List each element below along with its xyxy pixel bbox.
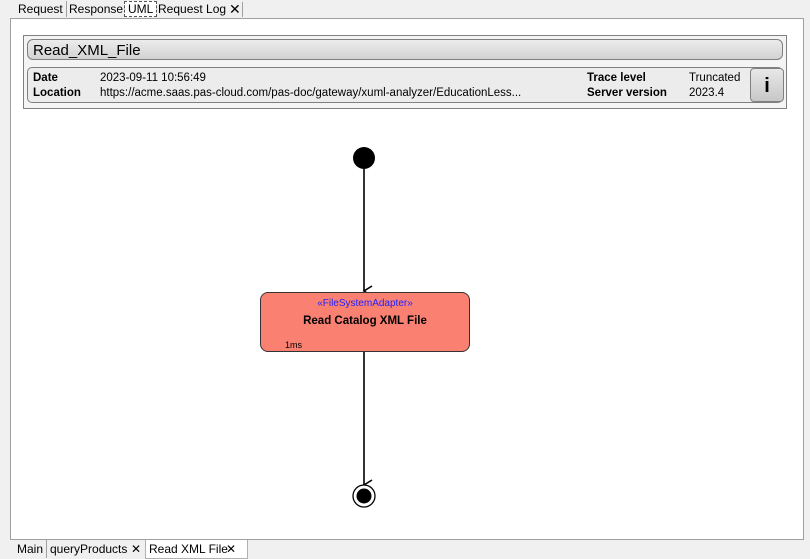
trace-info-bar: Date 2023-09-11 10:56:49 Location https:… [27, 67, 784, 103]
bottom-tab-bar: Main queryProducts ✕ Read XML File ✕ [0, 540, 810, 559]
close-query-products-icon[interactable]: ✕ [131, 542, 142, 556]
final-node-core [356, 488, 372, 504]
date-label: Date [33, 72, 58, 84]
server-version-value: 2023.4 [689, 87, 725, 99]
top-tab-bar: Request Response UML Request Log ✕ [0, 0, 810, 18]
close-read-xml-file-icon[interactable]: ✕ [226, 542, 237, 556]
date-value: 2023-09-11 10:56:49 [100, 72, 206, 84]
initial-node[interactable] [353, 147, 375, 169]
tab-query-products[interactable]: queryProducts [50, 542, 128, 556]
tab-divider [242, 2, 243, 17]
location-value: https://acme.saas.pas-cloud.com/pas-doc/… [100, 87, 522, 99]
server-version-label: Server version [587, 87, 667, 99]
tab-request-log[interactable]: Request Log [158, 2, 227, 16]
activity-diagram [352, 147, 376, 508]
tab-response[interactable]: Response [66, 1, 128, 17]
tab-read-xml-file[interactable]: Read XML File [145, 540, 248, 559]
node-stereotype: «FileSystemAdapter» [317, 298, 413, 309]
info-button[interactable]: i [750, 68, 784, 102]
tab-main[interactable]: Main [14, 540, 48, 558]
location-label: Location [33, 87, 81, 99]
node-title: Read Catalog XML File [303, 315, 427, 327]
close-request-log-icon[interactable]: ✕ [229, 1, 241, 17]
node-duration: 1ms [285, 340, 303, 350]
activity-node-read-catalog[interactable]: «FileSystemAdapter» Read Catalog XML Fil… [260, 292, 470, 352]
info-icon: i [764, 75, 770, 97]
trace-level-value: Truncated [689, 72, 741, 84]
tab-request[interactable]: Request [15, 1, 67, 17]
trace-level-label: Trace level [587, 72, 646, 84]
tab-read-xml-file-label: Read XML File [149, 542, 228, 556]
uml-canvas: Read_XML_File Date 2023-09-11 10:56:49 L… [10, 18, 804, 540]
trace-header: Read_XML_File Date 2023-09-11 10:56:49 L… [23, 35, 787, 109]
tab-uml[interactable]: UML [124, 1, 158, 17]
diagram-title: Read_XML_File [27, 39, 783, 60]
